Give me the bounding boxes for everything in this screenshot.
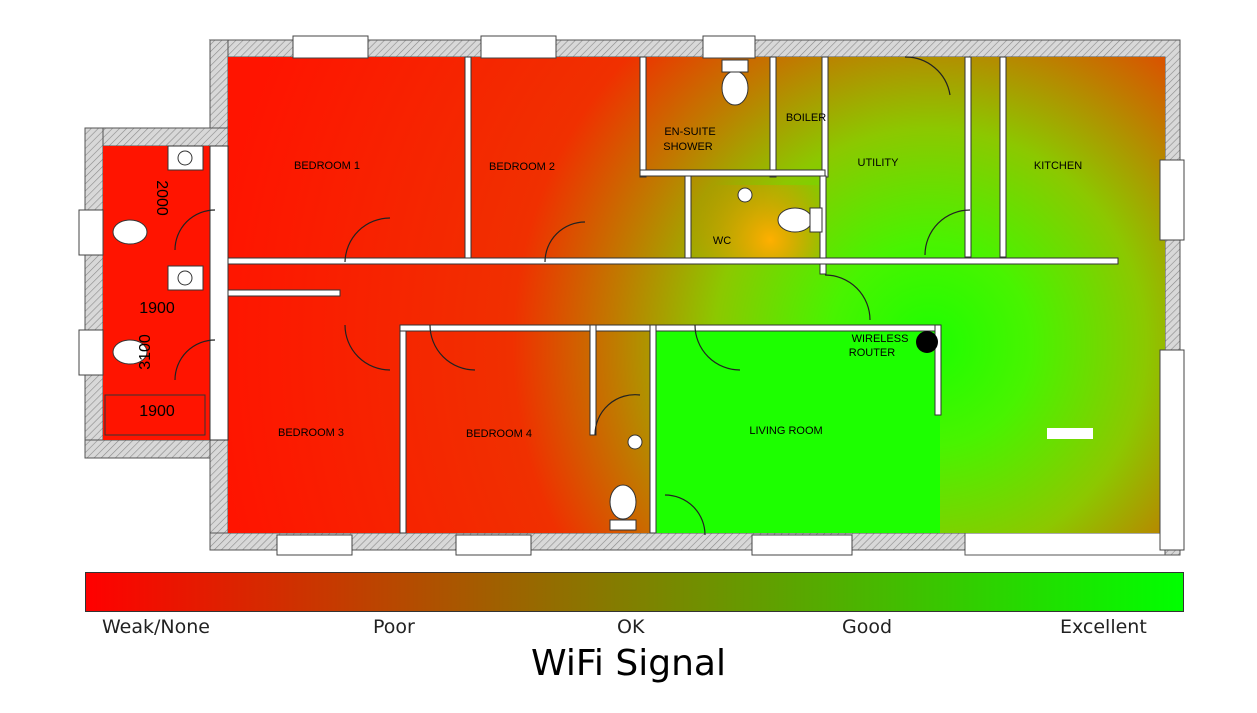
legend-level-good: Good xyxy=(842,616,893,638)
door-swings xyxy=(174,56,971,536)
toilet-icon xyxy=(112,219,148,245)
interior-walls xyxy=(209,56,1119,534)
bathroom-fixtures xyxy=(104,59,1093,531)
router-label-line2: ROUTER xyxy=(849,347,896,359)
room-label-bedroom3: BEDROOM 3 xyxy=(278,427,344,439)
room-label-wc: WC xyxy=(713,235,731,247)
legend-level-weak: Weak/None xyxy=(102,616,210,638)
room-label-bedroom1: BEDROOM 1 xyxy=(294,160,360,172)
dimension-label: 1900 xyxy=(139,300,175,317)
dimension-label: 3100 xyxy=(137,334,154,370)
toilet-icon xyxy=(777,207,813,233)
room-label-living-room: LIVING ROOM xyxy=(749,425,822,437)
dimension-label: 1900 xyxy=(139,403,175,420)
windows xyxy=(78,35,1185,556)
toilet-icon xyxy=(609,484,637,520)
legend-title: WiFi Signal xyxy=(531,643,726,684)
room-label-kitchen: KITCHEN xyxy=(1034,160,1082,172)
router-label-line1: WIRELESS xyxy=(852,333,909,345)
legend-level-excellent: Excellent xyxy=(1060,616,1147,638)
room-label-utility: UTILITY xyxy=(858,157,900,169)
room-label-boiler: BOILER xyxy=(786,112,826,124)
room-label-bedroom2: BEDROOM 2 xyxy=(489,161,555,173)
room-label-bedroom4: BEDROOM 4 xyxy=(466,428,532,440)
toilet-icon xyxy=(112,339,148,365)
router-icon xyxy=(916,331,938,353)
toilet-icon xyxy=(721,70,749,106)
room-label-shower: SHOWER xyxy=(663,141,713,153)
dimension-label: 2000 xyxy=(153,180,170,216)
signal-legend-bar xyxy=(85,572,1184,612)
sink-icon xyxy=(737,187,753,203)
bathtub-icon xyxy=(104,394,206,436)
legend-level-ok: OK xyxy=(617,616,645,638)
sink-icon xyxy=(627,434,643,450)
signal-heatmap xyxy=(103,57,1165,533)
legend-level-poor: Poor xyxy=(373,616,415,638)
room-label-ensuite: EN-SUITE xyxy=(664,126,715,138)
